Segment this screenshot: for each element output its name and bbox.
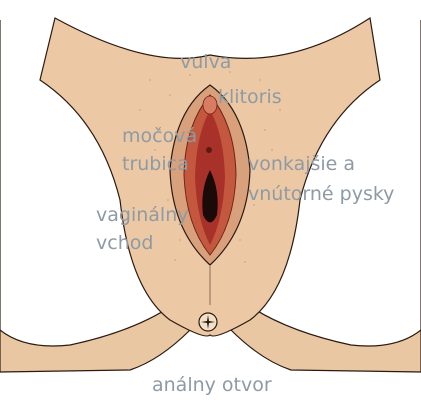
label-klitoris: klitoris — [218, 85, 282, 109]
clitoris-shape — [203, 96, 217, 114]
urethra-shape — [206, 147, 212, 153]
label-analny-otvor: análny otvor — [152, 373, 272, 397]
label-mocova-trubica-line2: trubica — [122, 152, 189, 176]
label-vaginalny-vchod-line2: vchod — [96, 231, 153, 255]
label-pysky-line1: vonkajšie a — [248, 152, 355, 176]
label-vaginalny-vchod-line1: vaginálny — [96, 203, 188, 227]
label-pysky-line2: vnútorné pysky — [248, 182, 394, 206]
label-vulva: vulva — [180, 50, 231, 74]
label-mocova-trubica-line1: močová — [122, 124, 197, 148]
